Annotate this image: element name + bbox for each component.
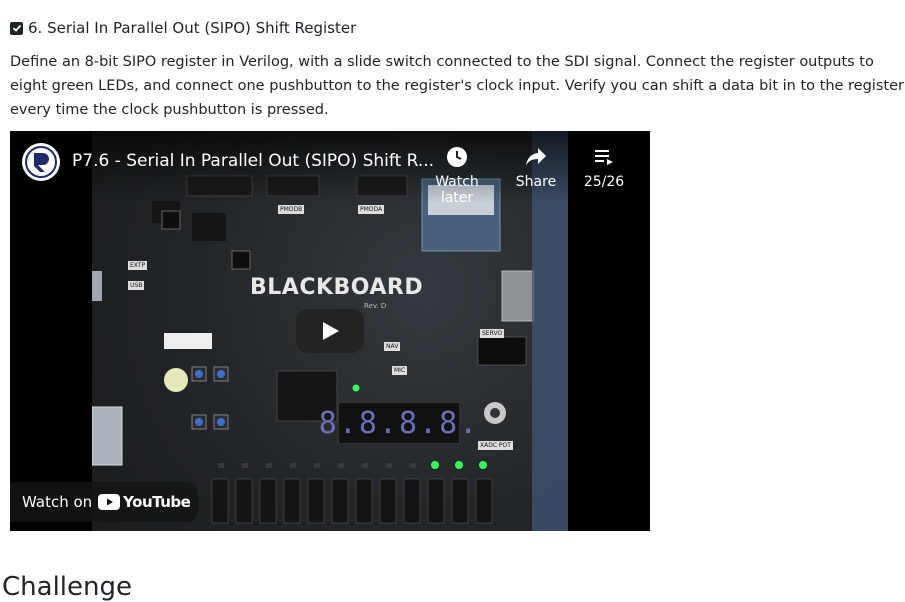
channel-logo[interactable] — [22, 143, 60, 181]
play-button[interactable] — [296, 309, 364, 353]
watch-later-button[interactable]: Watch later — [417, 143, 497, 206]
share-arrow-icon — [496, 143, 576, 171]
board-title: BLACKBOARD — [250, 275, 424, 300]
playlist-icon — [564, 143, 644, 171]
channel-r-logo-icon — [25, 146, 57, 178]
seven-segment-display: 8.8.8.8. — [319, 402, 477, 444]
board-label-mic: MIC — [392, 366, 408, 375]
board-label-usb: USB — [128, 281, 145, 290]
share-label: Share — [515, 174, 557, 190]
section-heading-challenge: Challenge — [2, 572, 132, 602]
task-heading-text: 6. Serial In Parallel Out (SIPO) Shift R… — [28, 19, 357, 37]
clock-icon — [417, 143, 497, 171]
board-label-nav: NAV — [384, 342, 401, 351]
video-top-shade — [10, 131, 650, 203]
watch-later-label: Watch later — [435, 174, 479, 206]
task-heading: 6. Serial In Parallel Out (SIPO) Shift R… — [10, 17, 356, 39]
youtube-play-icon — [98, 494, 121, 510]
board-label-pmodb: PMODB — [278, 205, 305, 214]
board-label-pmoda: PMODA — [358, 205, 385, 214]
video-title[interactable]: P7.6 - Serial In Parallel Out (SIPO) Shi… — [72, 151, 435, 171]
playlist-button[interactable]: 25/26 — [564, 143, 644, 190]
watch-on-label: Watch on — [22, 493, 93, 511]
checkbox-checked-icon[interactable] — [10, 21, 23, 35]
task-description: Define an 8-bit SIPO register in Verilog… — [10, 54, 904, 118]
playlist-position: 25/26 — [583, 174, 625, 190]
youtube-logo: YouTube — [98, 493, 191, 511]
watch-on-youtube-button[interactable]: Watch on YouTube — [10, 482, 198, 522]
board-label-extp: EXTP — [128, 261, 148, 270]
board-rev: Rev. D — [364, 302, 387, 310]
board-label-servo: SERVO — [480, 329, 505, 338]
play-icon — [323, 322, 339, 340]
share-button[interactable]: Share — [496, 143, 576, 190]
youtube-wordmark: YouTube — [123, 493, 191, 511]
board-label-xadc-pot: XADC POT — [478, 441, 513, 450]
youtube-embed[interactable]: PMODB PMODA EXTP USB SERVO NAV MIC XADC … — [10, 131, 650, 531]
